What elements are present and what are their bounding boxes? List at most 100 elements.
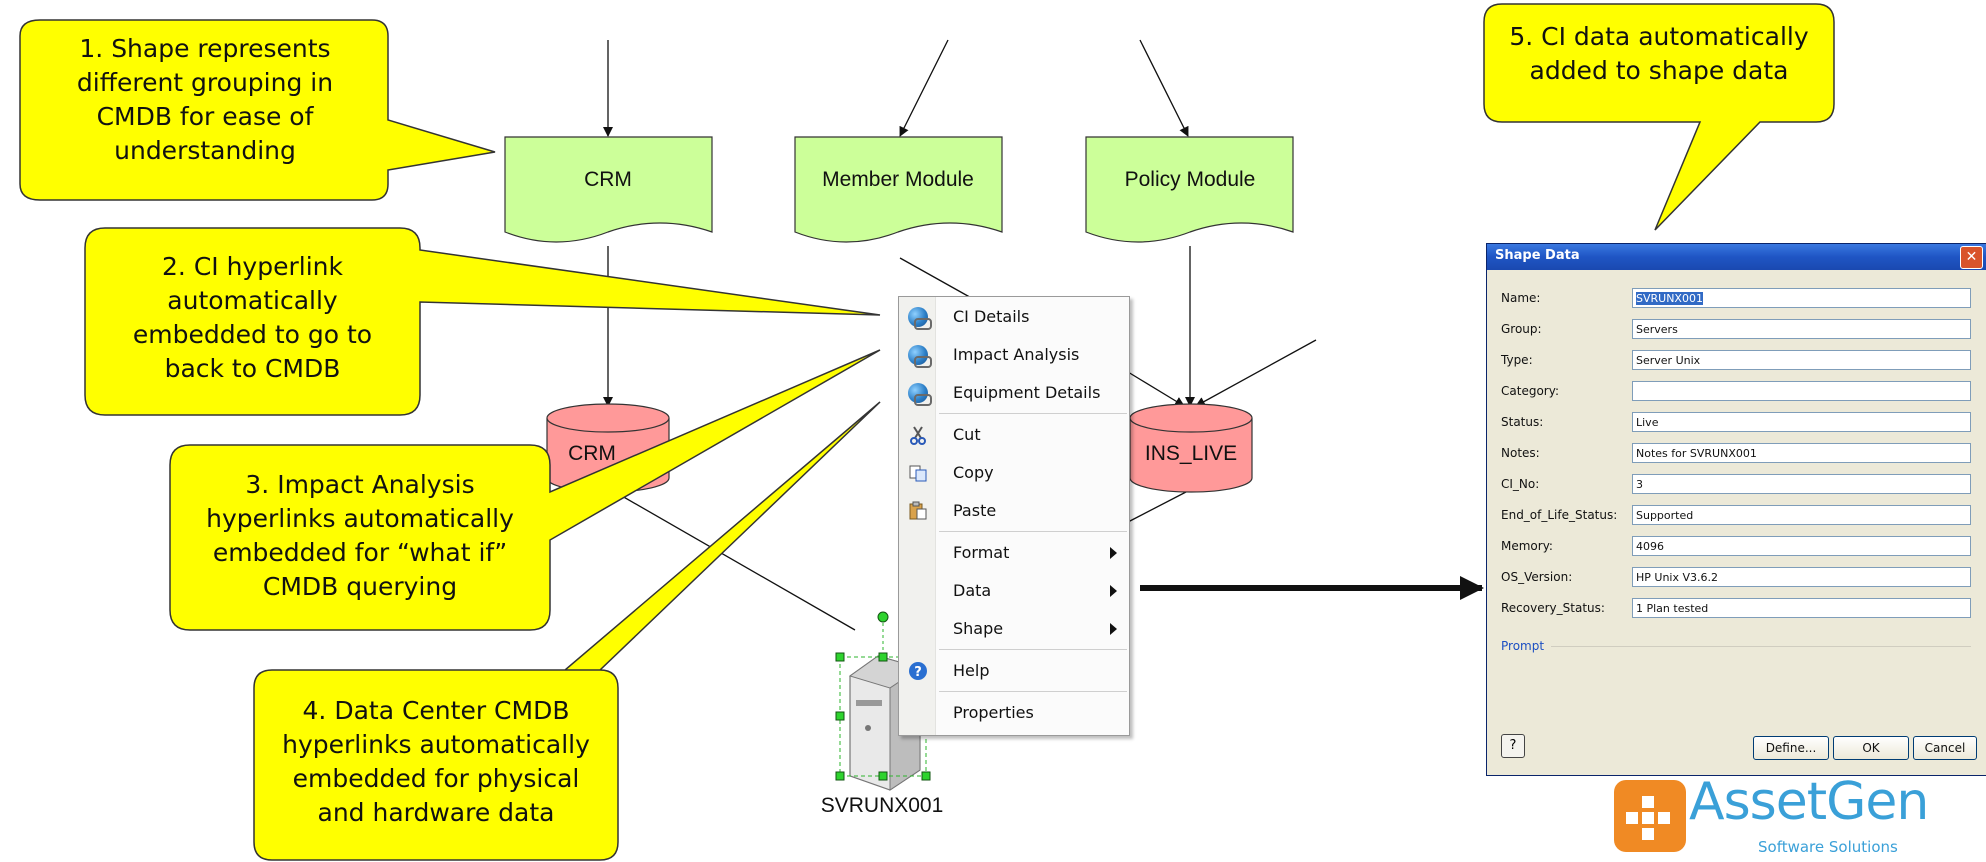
field-label-type: Type: [1501, 353, 1533, 367]
ok-button[interactable]: OK [1833, 736, 1909, 760]
logo-tagline: Software Solutions [1758, 838, 1898, 856]
shape-label-crm: CRM [584, 168, 632, 191]
callout-5-bubble [1483, 3, 1835, 231]
paste-icon [909, 501, 927, 520]
selection-handle[interactable] [835, 711, 845, 721]
close-icon[interactable]: ✕ [1960, 246, 1983, 269]
document-shape-crm[interactable]: CRM [504, 136, 713, 243]
connector-line [1195, 339, 1317, 407]
connector-line [1139, 39, 1189, 137]
menu-separator [939, 691, 1127, 692]
field-value: SVRUNX001 [1636, 292, 1703, 305]
callout-5-text: 5. CI data automatically added to shape … [1488, 20, 1830, 88]
connector-line [614, 491, 856, 631]
selection-handle[interactable] [878, 771, 888, 781]
menu-item-copy[interactable]: Copy [899, 455, 1129, 491]
callout-line: different grouping in [76, 68, 334, 97]
field-input-end-of-life-status[interactable]: Supported [1632, 505, 1971, 525]
field-label-end-of-life-status: End_of_Life_Status: [1501, 508, 1618, 522]
callout-line: hyperlinks automatically [282, 730, 590, 759]
callout-4-text: 4. Data Center CMDB hyperlinks automatic… [258, 694, 614, 830]
shape-label-crm-db: CRM [568, 442, 616, 465]
field-input-recovery-status[interactable]: 1 Plan tested [1632, 598, 1971, 618]
svg-text:?: ? [914, 665, 922, 680]
help-icon: ? [909, 662, 927, 680]
selection-handle[interactable] [921, 771, 931, 781]
callout-line: hyperlinks automatically [206, 504, 514, 533]
connectors [603, 39, 1317, 631]
field-label-ci-no: CI_No: [1501, 477, 1540, 491]
assetgen-logo-mark [1614, 780, 1686, 852]
menu-item-label: Shape [953, 619, 1004, 638]
connector-line [1127, 371, 1185, 407]
callout-line: automatically [167, 286, 338, 315]
assetgen-logo: AssetGen Software Solutions [1612, 772, 1942, 862]
callout-4-bubble [253, 401, 881, 861]
rotation-handle[interactable] [877, 611, 889, 623]
callout-line: 1. Shape represents [79, 34, 331, 63]
callout-1-bubble [19, 19, 496, 201]
context-menu: CI Details Impact Analysis Equipment Det… [898, 296, 1130, 736]
field-input-status[interactable]: Live [1632, 412, 1971, 432]
menu-item-shape[interactable]: Shape [899, 611, 1129, 647]
field-input-type[interactable]: Server Unix [1632, 350, 1971, 370]
callout-line: understanding [114, 136, 296, 165]
field-input-name[interactable]: SVRUNX001 [1632, 288, 1971, 308]
callout-line: 4. Data Center CMDB [302, 696, 570, 725]
define-button[interactable]: Define... [1753, 736, 1829, 760]
globe-link-icon [908, 345, 932, 368]
menu-item-label: Data [953, 581, 992, 600]
copy-icon [909, 465, 927, 482]
callout-line: added to shape data [1529, 56, 1789, 85]
menu-item-paste[interactable]: Paste [899, 493, 1129, 529]
shape-label-member-module: Member Module [822, 168, 974, 191]
callout-line: back to CMDB [164, 354, 341, 383]
prompt-label: Prompt [1501, 639, 1545, 653]
callout-3-bubble [169, 349, 881, 631]
selection-handle[interactable] [878, 652, 888, 662]
field-input-group[interactable]: Servers [1632, 319, 1971, 339]
callout-line: 3. Impact Analysis [245, 470, 475, 499]
menu-item-label: Help [953, 661, 990, 680]
help-button[interactable]: ? [1501, 734, 1525, 758]
field-label-memory: Memory: [1501, 539, 1553, 553]
callout-2-bubble [84, 227, 881, 416]
menu-separator [939, 531, 1127, 532]
selection-handle[interactable] [835, 771, 845, 781]
menu-item-label: Properties [953, 703, 1034, 722]
menu-separator [939, 413, 1127, 414]
callout-line: 5. CI data automatically [1509, 22, 1809, 51]
field-label-os-version: OS_Version: [1501, 570, 1573, 584]
logo-name: AssetGen [1689, 772, 1929, 832]
connector-line [1127, 491, 1187, 523]
database-shape-ins-live[interactable]: INS_LIVE [1129, 403, 1253, 493]
field-input-notes[interactable]: Notes for SVRUNX001 [1632, 443, 1971, 463]
callout-line: embedded for physical [292, 764, 580, 793]
submenu-arrow-icon [1110, 547, 1117, 559]
selection-handle[interactable] [835, 652, 845, 662]
field-input-memory[interactable]: 4096 [1632, 536, 1971, 556]
menu-item-help[interactable]: ? Help [899, 653, 1129, 689]
cancel-button[interactable]: Cancel [1913, 736, 1977, 760]
menu-item-ci-details[interactable]: CI Details [899, 299, 1129, 335]
menu-item-equipment-details[interactable]: Equipment Details [899, 375, 1129, 411]
field-input-ci-no[interactable]: 3 [1632, 474, 1971, 494]
menu-item-properties[interactable]: Properties [899, 695, 1129, 731]
document-shape-policy-module[interactable]: Policy Module [1085, 136, 1294, 243]
menu-item-cut[interactable]: Cut [899, 417, 1129, 453]
menu-item-data[interactable]: Data [899, 573, 1129, 609]
globe-link-icon [908, 383, 932, 406]
field-label-group: Group: [1501, 322, 1542, 336]
menu-item-label: Equipment Details [953, 383, 1101, 402]
field-label-recovery-status: Recovery_Status: [1501, 601, 1605, 615]
menu-item-label: Cut [953, 425, 981, 444]
field-input-category[interactable] [1632, 381, 1971, 401]
callout-2-text: 2. CI hyperlink automatically embedded t… [90, 250, 415, 386]
menu-item-format[interactable]: Format [899, 535, 1129, 571]
field-input-os-version[interactable]: HP Unix V3.6.2 [1632, 567, 1971, 587]
dialog-title-bar[interactable]: Shape Data ✕ [1487, 244, 1986, 270]
menu-item-impact-analysis[interactable]: Impact Analysis [899, 337, 1129, 373]
submenu-arrow-icon [1110, 585, 1117, 597]
document-shape-member-module[interactable]: Member Module [794, 136, 1003, 243]
dialog-title: Shape Data [1495, 248, 1580, 263]
